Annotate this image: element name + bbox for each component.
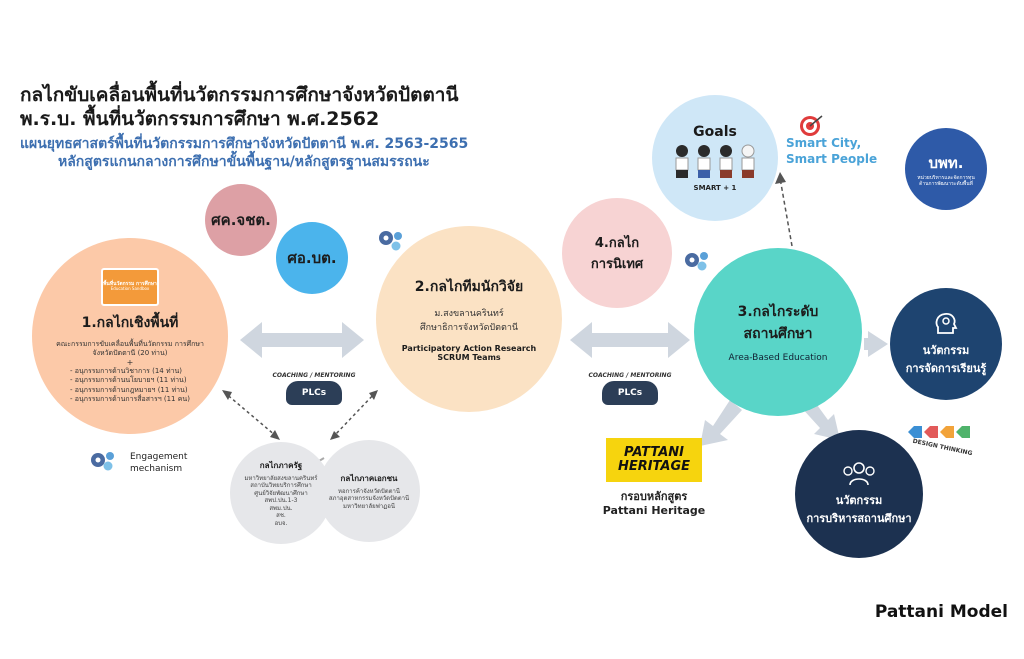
- list-item: - อนุกรรมการด้านกฎหมายฯ (11 ท่าน): [70, 385, 188, 394]
- heritage-logo: PATTANI HERITAGE: [606, 438, 702, 482]
- innovation-admin-line-2: การบริหารสถานศึกษา: [806, 512, 912, 525]
- innovation-learning-line-1: นวัตกรรม: [922, 344, 970, 357]
- arrow-to-innovation-learning: [864, 331, 888, 357]
- node-pw-sub: หน่วยบริหารและจัดการทุน ด้านการพัฒนาระดั…: [917, 175, 975, 187]
- node-goals: Goals SMART + 1: [652, 95, 778, 221]
- coaching-label: COACHING / MENTORING: [272, 372, 356, 379]
- title-line-1: กลไกขับเคลื่อนพื้นที่นวัตกรรมการศึกษาจัง…: [20, 84, 459, 106]
- smart-people-line: Smart People: [786, 151, 878, 166]
- researcher-title: 2.กลไกทีมนักวิจัย: [414, 279, 524, 295]
- engagement-line-2: mechanism: [130, 463, 183, 474]
- supervision-line-2: การนิเทศ: [590, 257, 644, 272]
- plcs-badge-left: COACHING / MENTORING PLCs: [272, 372, 356, 405]
- sandbox-logo: พื้นที่นวัตกรรม การศึกษา Education Sandb…: [101, 267, 159, 306]
- area-committee: คณะกรรมการขับเคลื่อนพื้นที่นวัตกรรม การศ…: [56, 339, 204, 357]
- government-item: ศูนย์วิจัยพัฒนาศึกษา: [254, 489, 308, 497]
- area-mechanism-title: 1.กลไกเชิงพื้นที่: [81, 314, 179, 331]
- heritage-caption-1: กรอบหลักสูตร: [620, 490, 688, 503]
- node-innovation-admin: นวัตกรรม การบริหารสถานศึกษา: [795, 430, 923, 558]
- node-jk: ศค.จชต.: [205, 184, 277, 256]
- gear-icon: [379, 231, 402, 251]
- plcs-badge-right: COACHING / MENTORING PLCs: [588, 372, 672, 405]
- government-item: สถาบันวิทยบริการศึกษา: [250, 482, 312, 490]
- arrow-to-heritage: [700, 400, 742, 446]
- list-item: - อนุกรรมการด้านวิชาการ (14 ท่าน): [70, 366, 183, 375]
- coaching-label: COACHING / MENTORING: [588, 372, 672, 379]
- node-researcher-mechanism: 2.กลไกทีมนักวิจัย ม.สงขลานครินทร์ ศึกษาธ…: [376, 226, 562, 412]
- engagement-label: Engagement mechanism: [130, 452, 187, 475]
- node-pw: บพท. หน่วยบริหารและจัดการทุน ด้านการพัฒน…: [905, 128, 987, 210]
- school-sub: Area-Based Education: [728, 353, 828, 363]
- node-supervision: 4.กลไก การนิเทศ: [562, 198, 672, 308]
- list-item: - อนุกรรมการด้านนโยบายฯ (11 ท่าน): [70, 376, 187, 385]
- list-item: - อนุกรรมการด้านการสื่อสารฯ (11 คน): [70, 395, 190, 404]
- researcher-org2: ศึกษาธิการจังหวัดปัตตานี: [419, 323, 519, 333]
- goals-tag: SMART + 1: [693, 184, 737, 192]
- subtitle-line-2: หลักสูตรแกนกลางการศึกษาขั้นพื้นฐาน/หลักส…: [58, 153, 430, 170]
- researcher-method-1: Participatory Action Research: [401, 344, 537, 353]
- area-plus: +: [126, 357, 134, 367]
- government-item: สพม.ปน.: [269, 504, 293, 512]
- node-sa: ศอ.บต.: [276, 222, 348, 294]
- gear-icon: [91, 452, 114, 471]
- researcher-org: ม.สงขลานครินทร์: [434, 309, 504, 319]
- private-item: มหาวิทยาลัยฟาฏอนี: [342, 502, 396, 510]
- head-idea-icon: [935, 313, 958, 334]
- gear-icon: [685, 252, 708, 271]
- students-icon: [675, 144, 755, 178]
- node-private: กลไกภาคเอกชน หอการค้าจังหวัดปัตตานี สภาอ…: [318, 440, 420, 542]
- heritage-logo-line-1: PATTANI: [624, 445, 684, 461]
- target-icon: [800, 115, 823, 136]
- diagram-title: กลไกขับเคลื่อนพื้นที่นวัตกรรมการศึกษาจัง…: [20, 84, 540, 132]
- heritage-caption: กรอบหลักสูตร Pattani Heritage: [594, 490, 714, 519]
- innovation-admin-line-1: นวัตกรรม: [835, 494, 883, 507]
- arrow-researcher-school: [570, 322, 690, 358]
- government-item: อบจ.: [274, 519, 288, 527]
- heritage-caption-2: Pattani Heritage: [602, 504, 706, 518]
- smart-city-line: Smart City,: [786, 136, 862, 150]
- node-sa-label: ศอ.บต.: [287, 249, 337, 267]
- diagram-subtitle: แผนยุทธศาสตร์พื้นที่นวัตกรรมการศึกษาจังห…: [20, 136, 540, 171]
- smart-city-caption: Smart City, Smart People: [786, 136, 877, 167]
- heritage-logo-line-2: HERITAGE: [617, 459, 691, 474]
- node-school-mechanism: 3.กลไกระดับ สถานศึกษา Area-Based Educati…: [694, 248, 862, 416]
- private-item: หอการค้าจังหวัดปัตตานี: [338, 487, 400, 495]
- engagement-line-1: Engagement: [130, 452, 188, 462]
- school-title-1: 3.กลไกระดับ: [737, 304, 819, 320]
- subtitle-line-1: แผนยุทธศาสตร์พื้นที่นวัตกรรมการศึกษาจังห…: [20, 136, 469, 152]
- government-item: มหาวิทยาลัยสงขลานครินทร์: [244, 474, 318, 482]
- footer-label: Pattani Model: [874, 602, 1008, 622]
- node-area-mechanism: พื้นที่นวัตกรรม การศึกษา Education Sandb…: [32, 238, 228, 434]
- sub-committee-list: - อนุกรรมการด้านวิชาการ (14 ท่าน) - อนุก…: [70, 367, 190, 405]
- node-pw-title: บพท.: [928, 154, 964, 172]
- government-title: กลไกภาครัฐ: [259, 460, 303, 470]
- private-title: กลไกภาคเอกชน: [340, 473, 398, 483]
- private-item: สภาอุตสาหกรรมจังหวัดปัตตานี: [328, 495, 410, 503]
- sandbox-logo-sub: Education Sandbox: [110, 286, 150, 292]
- innovation-learning-line-2: การจัดการเรียนรู้: [905, 362, 987, 375]
- arrow-area-researcher: [240, 322, 364, 358]
- node-jk-label: ศค.จชต.: [211, 211, 271, 229]
- goals-title: Goals: [693, 124, 737, 140]
- dashed-arrow-left-engagement: [223, 391, 277, 437]
- government-item: สพป.ปน.1-3: [264, 497, 298, 505]
- title-line-2: พ.ร.บ. พื้นที่นวัตกรรมการศึกษา พ.ศ.2562: [20, 107, 380, 130]
- school-title-2: สถานศึกษา: [743, 326, 813, 342]
- supervision-line-1: 4.กลไก: [594, 236, 640, 251]
- plcs-label: PLCs: [286, 381, 342, 405]
- node-government: กลไกภาครัฐ มหาวิทยาลัยสงขลานครินทร์ สถาบ…: [230, 442, 332, 544]
- node-innovation-learning: นวัตกรรม การจัดการเรียนรู้: [890, 288, 1002, 400]
- design-thinking-icon: [908, 426, 970, 438]
- team-icon: [843, 462, 875, 486]
- researcher-method-2: SCRUM Teams: [437, 353, 501, 362]
- plcs-label: PLCs: [602, 381, 658, 405]
- dashed-arrow-to-goals: [779, 177, 793, 247]
- government-item: สช.: [276, 512, 286, 520]
- sandbox-logo-text: พื้นที่นวัตกรรม การศึกษา: [103, 280, 157, 287]
- dashed-arrow-right-engagement: [333, 391, 377, 437]
